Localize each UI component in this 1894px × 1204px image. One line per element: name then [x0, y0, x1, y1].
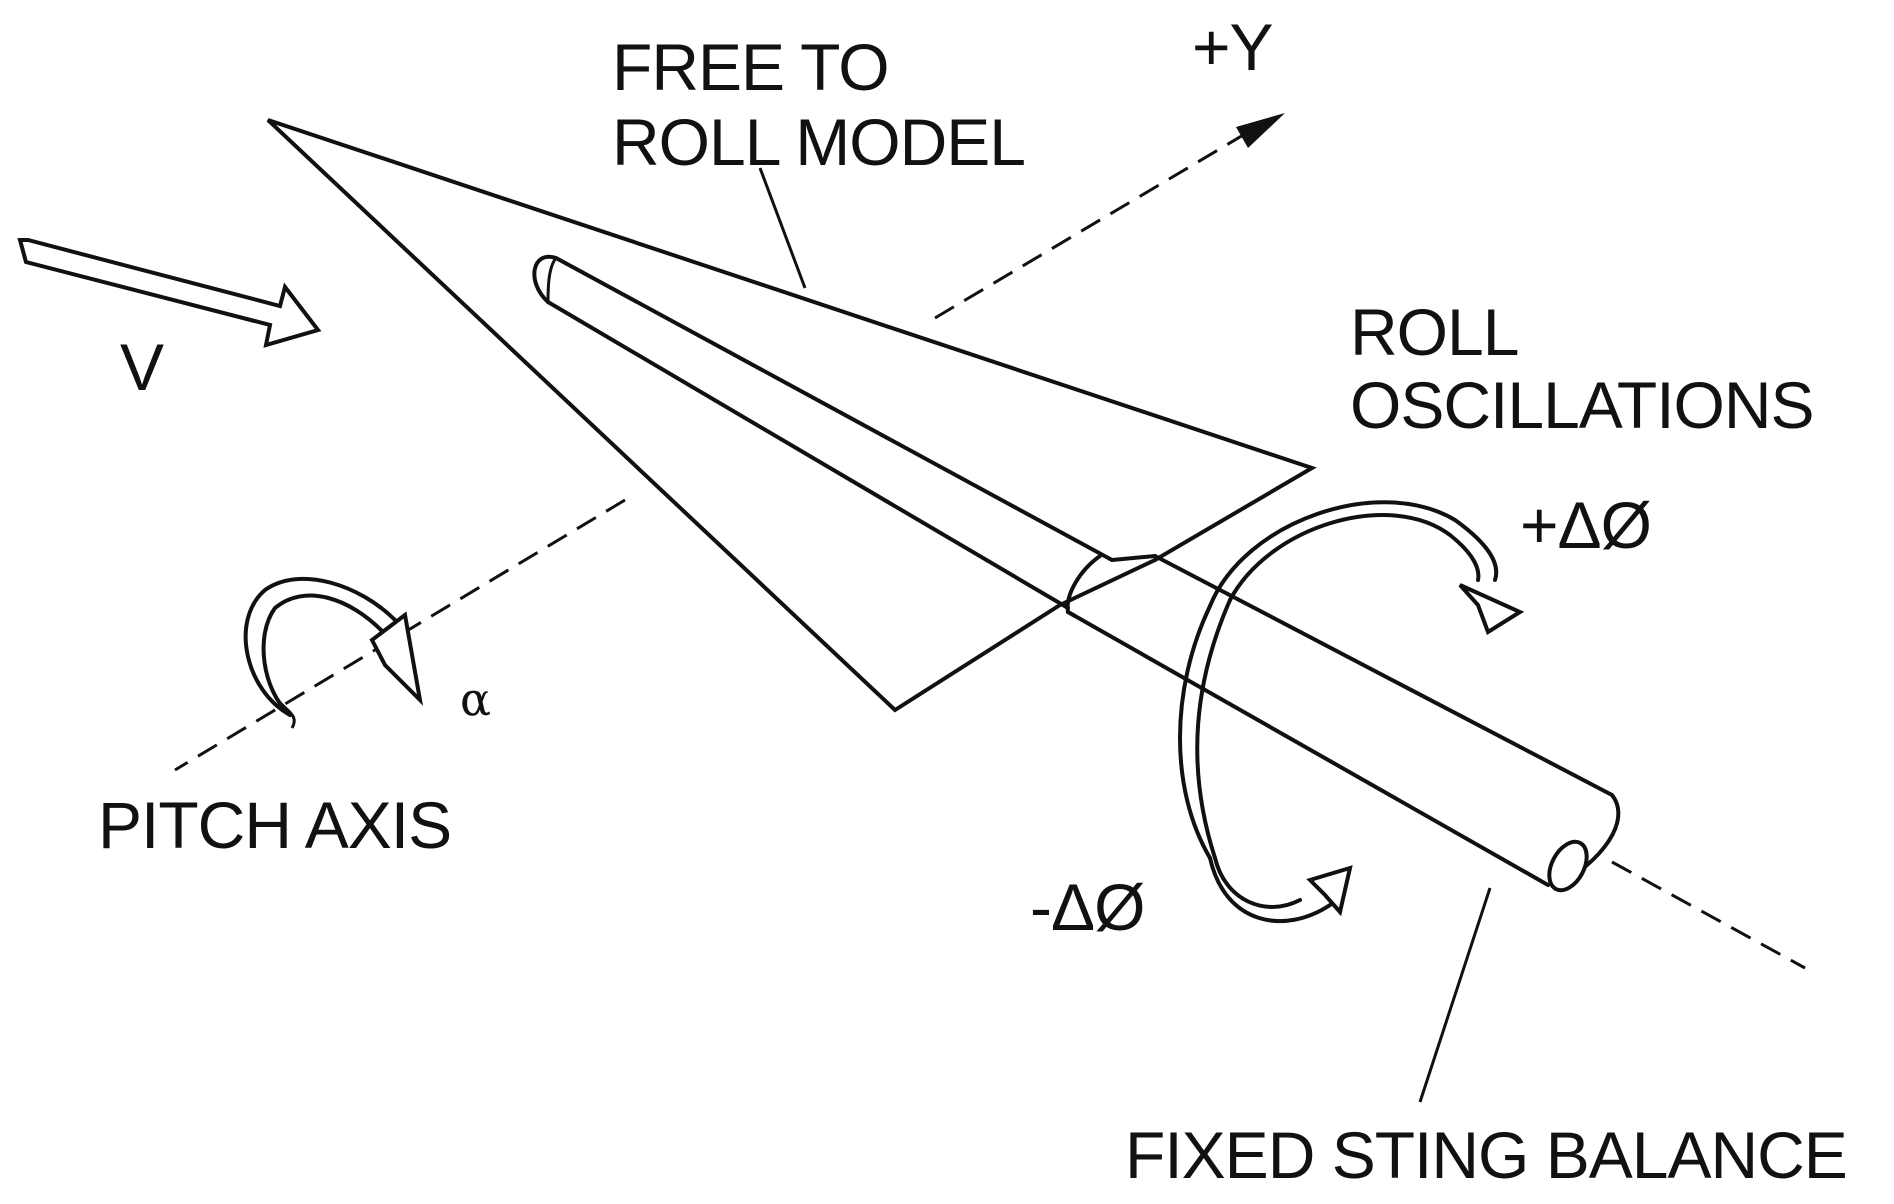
- free-to-roll-label-line1: FREE TO: [612, 30, 889, 104]
- velocity-label: V: [120, 330, 164, 404]
- pitch-rotation-arrow: [243, 576, 424, 729]
- minus-delta-phi-label: -ΔØ: [1030, 870, 1144, 944]
- pitch-axis-label: PITCH AXIS: [98, 788, 451, 862]
- free-to-roll-leader: [758, 167, 807, 289]
- plus-delta-phi-label: +ΔØ: [1520, 488, 1651, 562]
- model-body: [532, 254, 1114, 610]
- roll-oscillations-label-line2: OSCILLATIONS: [1350, 368, 1814, 442]
- pitch-axis-line: [174, 498, 626, 772]
- sting-tube: [1066, 554, 1621, 893]
- velocity-arrow: [17, 238, 322, 348]
- free-to-roll-label-line2: ROLL MODEL: [612, 105, 1025, 179]
- roll-oscillation-arrow: [1178, 500, 1525, 924]
- sting-balance-leader: [1418, 887, 1492, 1103]
- fixed-sting-balance-label: FIXED STING BALANCE: [1125, 1118, 1847, 1192]
- y-axis-arrowhead: [1236, 113, 1285, 148]
- plus-y-label: +Y: [1192, 10, 1273, 84]
- y-axis: [934, 113, 1285, 320]
- roll-axis-line: [1611, 860, 1806, 970]
- alpha-label: α: [460, 672, 491, 726]
- roll-oscillations-label-line1: ROLL: [1350, 295, 1518, 369]
- delta-wing-model: [266, 118, 1317, 713]
